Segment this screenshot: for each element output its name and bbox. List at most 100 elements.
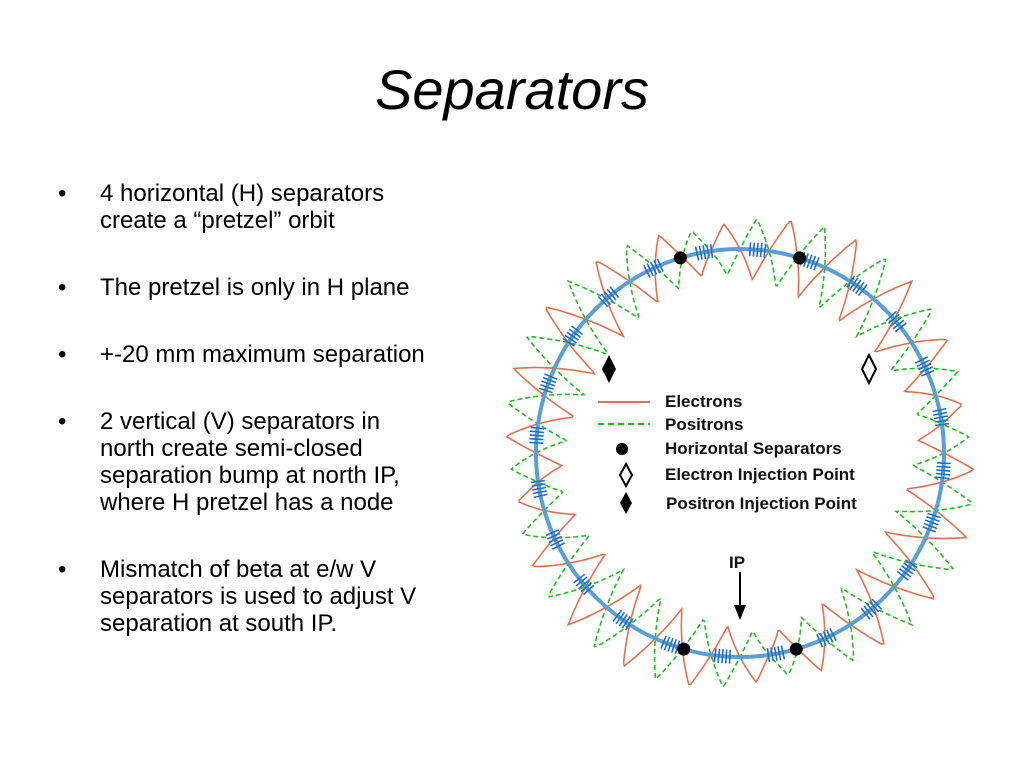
bullet-text-line: separation bump at north IP, bbox=[100, 462, 400, 489]
bullet-dot-icon: • bbox=[58, 274, 67, 301]
magnet-tick bbox=[857, 284, 868, 297]
magnet-tick bbox=[756, 242, 759, 257]
magnet-tick bbox=[575, 576, 588, 587]
magnet-tick bbox=[600, 293, 612, 306]
bullet-text-line: 2 vertical (V) separators in bbox=[100, 408, 381, 435]
magnet-tick bbox=[860, 607, 871, 620]
magnet-tick bbox=[532, 486, 547, 491]
magnet-tick bbox=[541, 380, 556, 387]
magnet-tick bbox=[545, 529, 560, 537]
magnet-tick bbox=[892, 319, 905, 330]
bullet-dot-icon: • bbox=[58, 408, 67, 435]
magnet-tick bbox=[533, 493, 548, 499]
magnet-tick bbox=[646, 263, 655, 277]
magnet-tick bbox=[540, 383, 554, 390]
magnet-tick bbox=[624, 618, 634, 631]
bullet-text-line: where H pretzel has a node bbox=[100, 489, 394, 516]
magnet-tick bbox=[564, 334, 577, 344]
legend-positrons: Positrons bbox=[665, 415, 743, 434]
magnet-tick bbox=[621, 616, 631, 629]
magnet-tick bbox=[914, 356, 929, 364]
horizontal-separator-icon bbox=[789, 642, 803, 656]
magnet-lattice bbox=[529, 242, 951, 664]
horizontal-separator-icon bbox=[793, 251, 807, 265]
magnet-tick bbox=[548, 535, 562, 544]
magnet-tick bbox=[934, 419, 949, 423]
magnet-tick bbox=[603, 290, 614, 303]
magnet-tick bbox=[717, 648, 721, 663]
magnet-tick bbox=[656, 258, 664, 273]
magnet-tick bbox=[728, 649, 731, 664]
magnet-tick bbox=[618, 614, 628, 627]
bullet-item: •+-20 mm maximum separation bbox=[58, 341, 482, 368]
magnet-tick bbox=[529, 437, 544, 441]
magnet-tick bbox=[550, 538, 564, 547]
magnet-tick bbox=[926, 516, 940, 523]
magnet-tick bbox=[724, 649, 728, 664]
magnet-tick bbox=[749, 242, 752, 257]
magnet-tick bbox=[916, 359, 930, 368]
magnet-tick bbox=[706, 244, 710, 259]
magnet-tick bbox=[674, 640, 681, 655]
bullet-dot-icon: • bbox=[58, 180, 67, 207]
storage-ring-diagram: IP Electrons Positrons Horizontal Separa… bbox=[505, 218, 975, 688]
magnet-tick bbox=[573, 573, 586, 584]
magnet-tick bbox=[846, 275, 856, 288]
magnet-tick bbox=[934, 422, 950, 427]
magnet-tick bbox=[752, 242, 756, 257]
magnet-tick bbox=[566, 331, 579, 341]
magnet-tick bbox=[606, 288, 617, 301]
magnet-tick bbox=[529, 434, 544, 437]
magnet-tick bbox=[709, 243, 714, 259]
magnet-tick bbox=[571, 325, 584, 336]
bullet-text-line: 4 horizontal (H) separators bbox=[100, 180, 385, 207]
magnet-tick bbox=[935, 476, 950, 480]
magnet-tick bbox=[809, 255, 817, 270]
magnet-tick bbox=[653, 259, 661, 274]
magnet-tick bbox=[887, 313, 900, 325]
magnet-tick bbox=[694, 246, 700, 261]
magnet-tick bbox=[530, 426, 545, 430]
bullet-text-line: create a “pretzel” orbit bbox=[100, 207, 335, 234]
electron-injection-point-icon bbox=[860, 352, 878, 386]
legend-horizontal-separators: Horizontal Separators bbox=[665, 439, 842, 458]
positron-injection-point-icon bbox=[602, 355, 616, 383]
magnet-tick bbox=[933, 411, 948, 416]
magnet-tick bbox=[544, 373, 558, 380]
magnet-tick bbox=[538, 387, 553, 394]
magnet-tick bbox=[933, 415, 948, 420]
magnet-tick bbox=[670, 639, 677, 653]
magnet-tick bbox=[868, 600, 880, 613]
horizontal-separator-icon bbox=[677, 642, 691, 656]
legend-electron-injection: Electron Injection Point bbox=[665, 465, 855, 484]
magnet-tick bbox=[923, 522, 938, 530]
magnet-tick bbox=[763, 243, 767, 258]
bullet-text-line: separation at south IP. bbox=[100, 610, 338, 637]
magnet-tick bbox=[609, 286, 620, 299]
magnet-tick bbox=[806, 254, 813, 269]
magnet-tick bbox=[562, 337, 575, 347]
magnet-tick bbox=[863, 605, 874, 618]
magnet-tick bbox=[932, 407, 947, 413]
magnet-tick bbox=[530, 479, 546, 484]
magnet-tick bbox=[551, 542, 566, 550]
storage-ring bbox=[534, 247, 946, 659]
magnet-tick bbox=[667, 637, 674, 652]
magnet-tick bbox=[924, 519, 939, 526]
magnet-tick bbox=[855, 281, 865, 294]
magnet-tick bbox=[698, 245, 703, 260]
bullet-text-line: +-20 mm maximum separation bbox=[100, 341, 425, 368]
magnet-tick bbox=[530, 430, 545, 434]
magnet-tick bbox=[770, 647, 774, 662]
magnet-tick bbox=[890, 316, 903, 327]
legend: Electrons Positrons Horizontal Separator… bbox=[598, 392, 857, 514]
magnet-tick bbox=[918, 362, 932, 371]
electron-injection-legend-icon bbox=[618, 461, 634, 489]
magnet-tick bbox=[542, 376, 557, 384]
magnet-tick bbox=[936, 469, 951, 472]
magnet-tick bbox=[896, 570, 909, 581]
magnet-tick bbox=[759, 243, 763, 258]
